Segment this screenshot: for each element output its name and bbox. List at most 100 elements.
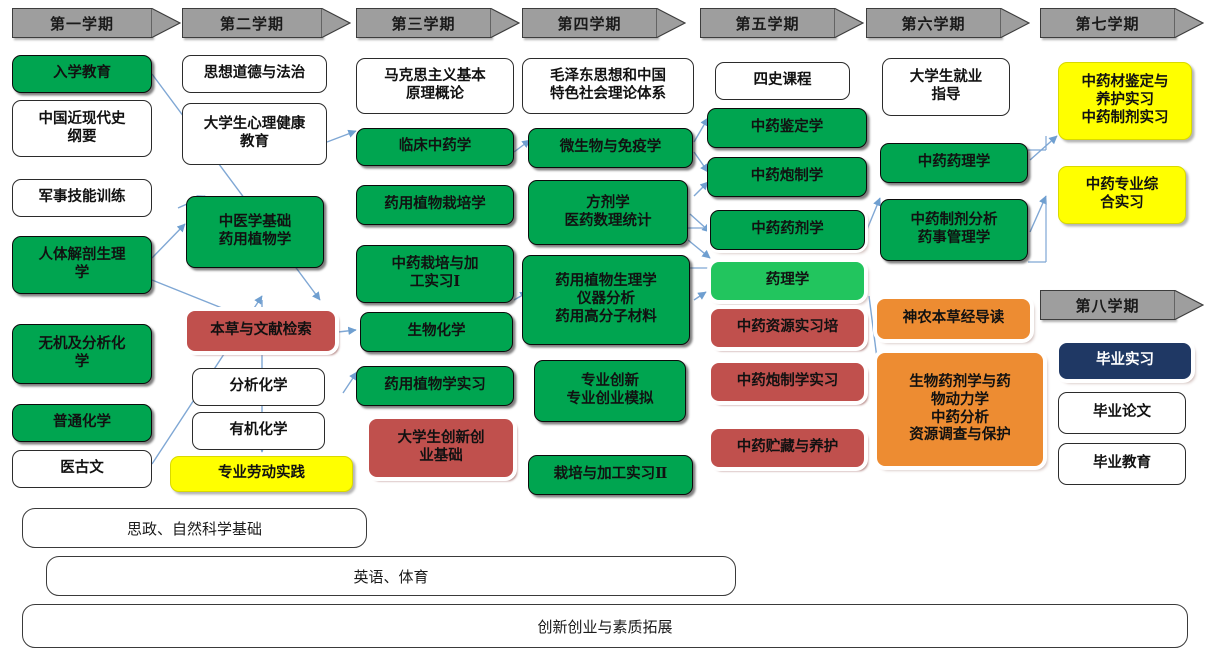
cross-semester-bar-label: 创新创业与素质拓展: [537, 619, 673, 636]
course-box[interactable]: 中药炮制学实习: [710, 362, 865, 402]
course-box[interactable]: 药用植物学实习: [356, 366, 514, 406]
course-box[interactable]: 普通化学: [12, 404, 152, 442]
course-box[interactable]: 生物化学: [360, 312, 513, 352]
course-label: 专业劳动实践: [218, 465, 305, 482]
course-label: 本草与文献检索: [210, 322, 312, 339]
course-label: 入学教育: [53, 65, 111, 82]
course-label: 毕业论文: [1093, 404, 1151, 421]
course-box[interactable]: 药用植物生理学 仪器分析 药用高分子材料: [522, 255, 690, 345]
course-box[interactable]: 大学生创新创 业基础: [368, 418, 514, 478]
semester-header-6: 第六学期: [866, 8, 1030, 38]
course-box[interactable]: 医古文: [12, 450, 152, 488]
course-label: 四史课程: [753, 72, 812, 89]
course-label: 中国近现代史 纲要: [38, 110, 126, 145]
course-label: 大学生创新创 业基础: [397, 430, 485, 464]
course-label: 栽培与加工实习Ⅱ: [553, 466, 668, 483]
course-box[interactable]: 毕业实习: [1058, 342, 1192, 380]
chevron-right-icon: [321, 8, 351, 38]
course-box[interactable]: 微生物与免疫学: [528, 128, 693, 168]
course-label: 中医学基础 药用植物学: [218, 214, 292, 248]
course-box[interactable]: 中药材鉴定与 养护实习 中药制剂实习: [1058, 62, 1192, 140]
course-box[interactable]: 临床中药学: [356, 128, 514, 166]
course-box[interactable]: 中医学基础 药用植物学: [186, 196, 324, 268]
course-label: 药理学: [765, 272, 810, 289]
course-label: 大学生心理健康 教育: [203, 116, 306, 150]
course-label: 生物药剂学与药 物动力学 中药分析 资源调查与保护: [909, 374, 1011, 444]
course-label: 中药制剂分析 药事管理学: [910, 212, 998, 246]
semester-header-5: 第五学期: [700, 8, 864, 38]
course-box[interactable]: 本草与文献检索: [186, 310, 336, 352]
course-box[interactable]: 四史课程: [715, 62, 850, 100]
course-label: 医古文: [60, 460, 104, 477]
course-box[interactable]: 中药贮藏与养护: [710, 428, 865, 468]
cross-semester-bar[interactable]: 创新创业与素质拓展: [22, 604, 1188, 648]
course-label: 中药贮藏与养护: [736, 439, 839, 456]
course-box[interactable]: 神农本草经导读: [876, 298, 1031, 340]
course-box[interactable]: 中国近现代史 纲要: [12, 100, 152, 157]
semester-header-7: 第七学期: [1040, 8, 1204, 38]
course-box[interactable]: 分析化学: [192, 368, 325, 406]
course-box[interactable]: 专业创新 专业创业模拟: [534, 360, 686, 422]
semester-header-label: 第二学期: [219, 16, 284, 33]
chevron-right-icon: [490, 8, 520, 38]
course-label: 中药资源实习培: [736, 319, 839, 336]
semester-header-1: 第一学期: [12, 8, 181, 38]
course-box[interactable]: 大学生就业 指导: [882, 58, 1010, 116]
course-box[interactable]: 军事技能训练: [12, 179, 152, 217]
course-box[interactable]: 有机化学: [192, 412, 325, 450]
course-box[interactable]: 中药鉴定学: [707, 108, 867, 148]
course-box[interactable]: 毕业论文: [1058, 392, 1186, 434]
course-label: 方剂学 医药数理统计: [564, 194, 652, 229]
course-label: 中药专业综 合实习: [1085, 177, 1159, 211]
cross-semester-bar-label: 思政、自然科学基础: [126, 521, 262, 538]
course-label: 中药材鉴定与 养护实习 中药制剂实习: [1081, 74, 1169, 126]
cross-semester-bar[interactable]: 英语、体育: [46, 556, 736, 596]
course-label: 毕业实习: [1096, 352, 1154, 369]
semester-header-4: 第四学期: [522, 8, 686, 38]
cross-semester-bar-label: 英语、体育: [353, 569, 429, 586]
semester-header-label: 第八学期: [1075, 298, 1140, 315]
course-box[interactable]: 大学生心理健康 教育: [182, 103, 327, 165]
semester-header-label: 第六学期: [901, 16, 966, 33]
semester-header-label: 第七学期: [1075, 16, 1140, 33]
chevron-right-icon: [1174, 290, 1204, 320]
course-box[interactable]: 毛泽东思想和中国 特色社会理论体系: [522, 58, 694, 114]
course-box[interactable]: 专业劳动实践: [170, 456, 353, 492]
course-box[interactable]: 药用植物栽培学: [356, 185, 514, 225]
semester-header-3: 第三学期: [356, 8, 520, 38]
course-box[interactable]: 中药药剂学: [710, 210, 865, 250]
course-box[interactable]: 栽培与加工实习Ⅱ: [528, 455, 693, 495]
course-box[interactable]: 中药专业综 合实习: [1058, 166, 1186, 224]
course-box[interactable]: 中药资源实习培: [710, 308, 865, 348]
course-box[interactable]: 人体解剖生理 学: [12, 236, 152, 294]
course-box[interactable]: 生物药剂学与药 物动力学 中药分析 资源调查与保护: [876, 352, 1044, 467]
course-label: 马克思主义基本 原理概论: [384, 68, 486, 102]
course-label: 神农本草经导读: [902, 310, 1005, 327]
course-label: 中药炮制学: [750, 168, 824, 185]
course-box[interactable]: 马克思主义基本 原理概论: [356, 58, 514, 114]
course-label: 中药药剂学: [751, 221, 824, 238]
course-label: 专业创新 专业创业模拟: [566, 373, 654, 407]
course-box[interactable]: 中药制剂分析 药事管理学: [880, 199, 1028, 261]
cross-semester-bar[interactable]: 思政、自然科学基础: [22, 508, 367, 548]
course-label: 中药鉴定学: [750, 119, 824, 136]
course-box[interactable]: 中药药理学: [880, 143, 1028, 183]
course-label: 军事技能训练: [38, 189, 126, 206]
course-box[interactable]: 无机及分析化 学: [12, 324, 152, 384]
chevron-right-icon: [1000, 8, 1030, 38]
course-label: 有机化学: [229, 422, 288, 439]
course-box[interactable]: 入学教育: [12, 55, 152, 93]
course-label: 药用植物栽培学: [384, 196, 486, 213]
course-box[interactable]: 思想道德与法治: [182, 55, 327, 93]
course-label: 无机及分析化 学: [38, 336, 126, 370]
chevron-right-icon: [656, 8, 686, 38]
course-box[interactable]: 药理学: [710, 261, 865, 301]
chevron-right-icon: [151, 8, 181, 38]
course-box[interactable]: 方剂学 医药数理统计: [528, 180, 688, 245]
course-box[interactable]: 中药炮制学: [707, 157, 867, 197]
course-label: 药用植物学实习: [384, 377, 486, 394]
course-box[interactable]: 中药栽培与加 工实习Ⅰ: [356, 245, 514, 303]
course-label: 微生物与免疫学: [559, 139, 662, 156]
course-box[interactable]: 毕业教育: [1058, 443, 1186, 485]
course-label: 毛泽东思想和中国 特色社会理论体系: [550, 68, 666, 102]
